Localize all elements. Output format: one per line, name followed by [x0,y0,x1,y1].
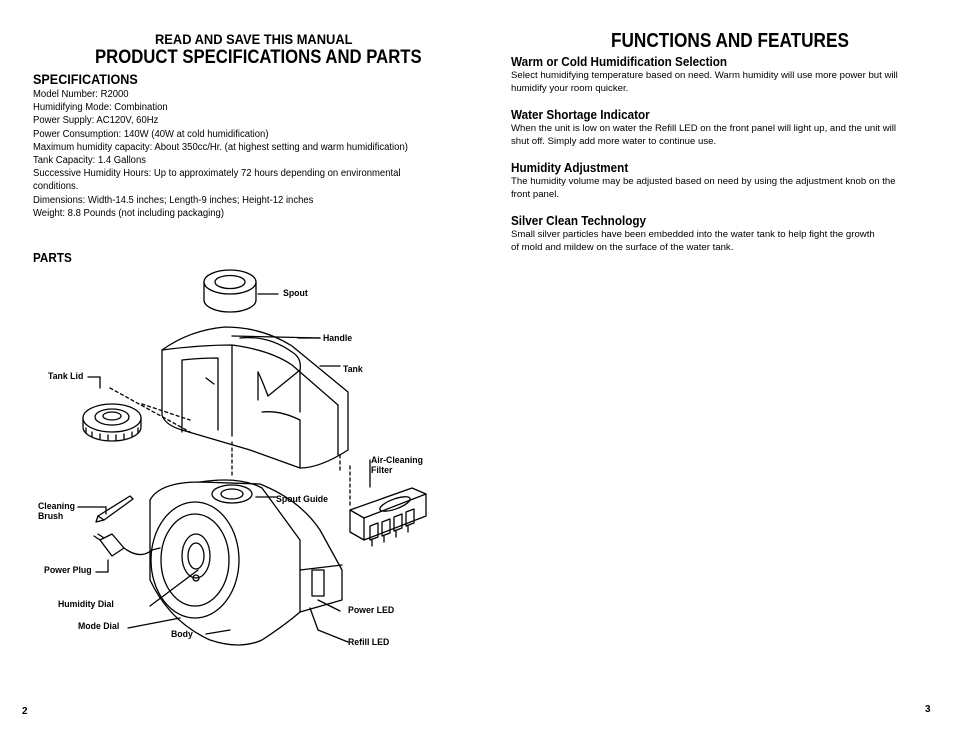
feature-description: Select humidifying temperature based on … [511,70,916,96]
label-cleaning-brush-2: Brush [38,511,64,522]
feature-line: Select humidifying temperature based on … [511,70,898,81]
spec-item: Model Number: R2000 [33,89,129,100]
label-mode-dial: Mode Dial [78,621,120,632]
specifications-list: Model Number: R2000 Humidifying Mode: Co… [33,88,413,220]
feature-description: The humidity volume may be adjusted base… [511,176,916,202]
label-spout-guide: Spout Guide [276,494,328,505]
feature-humidity-adjustment: Humidity Adjustment The humidity volume … [511,160,916,202]
page-number-left: 2 [22,706,28,717]
air-filter-part [349,459,427,547]
label-air-filter-2: Filter [371,465,393,476]
page-title-features: FUNCTIONS AND FEATURES [611,30,849,52]
label-cleaning-brush-1: Cleaning [38,501,75,512]
feature-line: shut off. Simply add more water to conti… [511,135,717,147]
spec-item: Weight: 8.8 Pounds (not including packag… [33,207,225,219]
feature-line: humidify your room quicker. [511,82,629,94]
tank-part [161,326,349,469]
spec-item: Power Supply: AC120V, 60Hz [33,115,159,127]
spec-item: Successive Humidity Hours: Up to approxi… [33,168,401,193]
power-plug-part [93,533,161,573]
feature-silver-clean: Silver Clean Technology Small silver par… [511,213,916,255]
feature-description: When the unit is low on water the Refill… [511,123,916,149]
feature-title: Humidity Adjustment [511,160,629,175]
spout-part [203,269,279,313]
label-air-filter-1: Air-Cleaning [371,455,423,466]
spec-item: Power Consumption: 140W (40W at cold hum… [33,128,269,140]
feature-line: of mold and mildew on the surface of the… [511,241,734,253]
label-humidity-dial: Humidity Dial [58,599,114,610]
manual-kicker: READ AND SAVE THIS MANUAL [155,31,353,47]
feature-water-shortage: Water Shortage Indicator When the unit i… [511,107,916,149]
feature-line: Small silver particles have been embedde… [511,229,875,240]
label-power-plug: Power Plug [44,565,92,576]
spec-item: Humidifying Mode: Combination [33,102,168,114]
label-refill-led: Refill LED [348,637,390,648]
label-tank: Tank [343,364,363,375]
feature-warm-cold: Warm or Cold Humidification Selection Se… [511,54,916,96]
body-part [127,479,349,646]
page-number-right: 3 [925,704,931,715]
label-handle: Handle [323,333,353,344]
feature-title: Warm or Cold Humidification Selection [511,54,728,69]
feature-title: Silver Clean Technology [511,213,647,228]
label-spout: Spout [283,288,308,299]
tank-lid-part [82,376,191,442]
feature-line: When the unit is low on water the Refill… [511,123,897,134]
spec-item: Tank Capacity: 1.4 Gallons [33,155,147,167]
feature-line: The humidity volume may be adjusted base… [511,176,896,187]
parts-heading: PARTS [33,250,72,265]
page-title-specs: PRODUCT SPECIFICATIONS AND PARTS [95,47,422,68]
spec-item: Dimensions: Width-14.5 inches; Length-9 … [33,194,314,206]
feature-title: Water Shortage Indicator [511,107,650,122]
label-body: Body [171,629,193,640]
cleaning-brush-part [77,495,134,523]
specifications-heading: SPECIFICATIONS [33,71,138,87]
feature-line: front panel. [511,188,560,200]
label-power-led: Power LED [348,605,395,616]
label-tank-lid: Tank Lid [48,371,84,382]
spec-item: Maximum humidity capacity: About 350cc/H… [33,141,408,153]
feature-description: Small silver particles have been embedde… [511,229,916,255]
